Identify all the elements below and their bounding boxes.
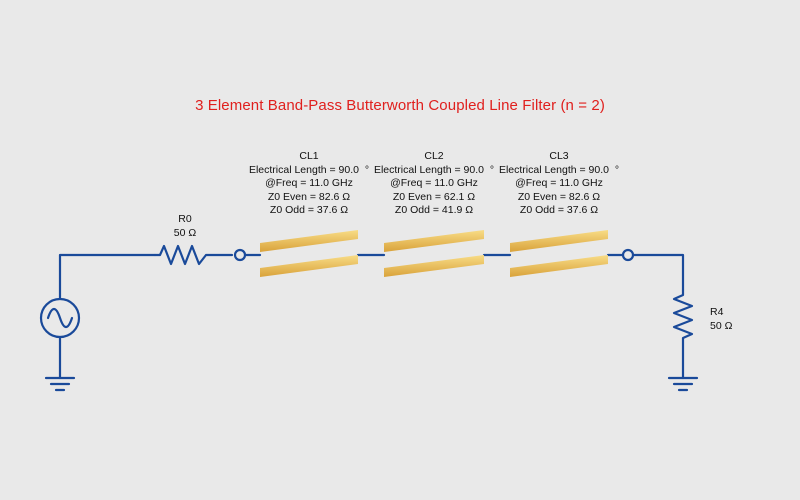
degree-sign: ° — [614, 163, 620, 176]
cl-freq: @Freq = 11.0 GHz — [515, 177, 603, 189]
resistor-value: 50 Ω — [710, 319, 733, 332]
diagram-title: 3 Element Band-Pass Butterworth Coupled … — [195, 97, 605, 114]
coupled-line-cl3-icon[interactable] — [510, 230, 608, 277]
cl-electrical-length: Electrical Length = 90.0 — [373, 163, 484, 176]
cl-z0-odd: Z0 Odd = 37.6 Ω — [519, 204, 599, 216]
ground-icon — [667, 376, 699, 392]
coupled-line-cl2-label: CL2 Electrical Length = 90.0 ° @Freq = 1… — [369, 150, 499, 218]
cl-z0-even: Z0 Even = 82.6 Ω — [267, 190, 351, 203]
resistor-value: 50 Ω — [173, 226, 197, 239]
port-node-right[interactable] — [621, 248, 635, 262]
resistor-r0-label: R0 50 Ω — [162, 213, 208, 240]
cl-z0-odd: Z0 Odd = 41.9 Ω — [394, 204, 474, 216]
degree-sign: ° — [364, 163, 370, 176]
coupled-line-cl3-label: CL3 Electrical Length = 90.0 ° @Freq = 1… — [494, 150, 624, 218]
cl-z0-odd: Z0 Odd = 37.6 Ω — [269, 204, 349, 216]
cl-name: CL1 — [299, 150, 319, 162]
resistor-r4-label: R4 50 Ω — [710, 306, 744, 333]
cl-z0-even: Z0 Even = 62.1 Ω — [392, 190, 476, 203]
resistor-r0-icon[interactable] — [153, 244, 234, 266]
sine-icon — [46, 307, 74, 329]
cl-name: CL2 — [424, 150, 444, 162]
cl-freq: @Freq = 11.0 GHz — [265, 177, 353, 189]
port-node-left[interactable] — [233, 248, 247, 262]
resistor-name: R0 — [178, 213, 192, 225]
wire-right-top — [631, 253, 685, 292]
resistor-name: R4 — [710, 306, 724, 318]
cl-electrical-length: Electrical Length = 90.0 — [498, 163, 609, 176]
degree-sign: ° — [489, 163, 495, 176]
cl-electrical-length: Electrical Length = 90.0 — [248, 163, 359, 176]
wire-source-top — [58, 253, 157, 300]
coupled-line-cl1-label: CL1 Electrical Length = 90.0 ° @Freq = 1… — [244, 150, 374, 218]
coupled-line-cl1-icon[interactable] — [260, 230, 358, 277]
cl-freq: @Freq = 11.0 GHz — [390, 177, 478, 189]
cl-z0-even: Z0 Even = 82.6 Ω — [517, 190, 601, 203]
coupled-line-cl2-icon[interactable] — [384, 230, 484, 277]
resistor-r4-icon[interactable] — [672, 288, 694, 380]
ground-icon — [44, 376, 76, 392]
cl-name: CL3 — [549, 150, 569, 162]
